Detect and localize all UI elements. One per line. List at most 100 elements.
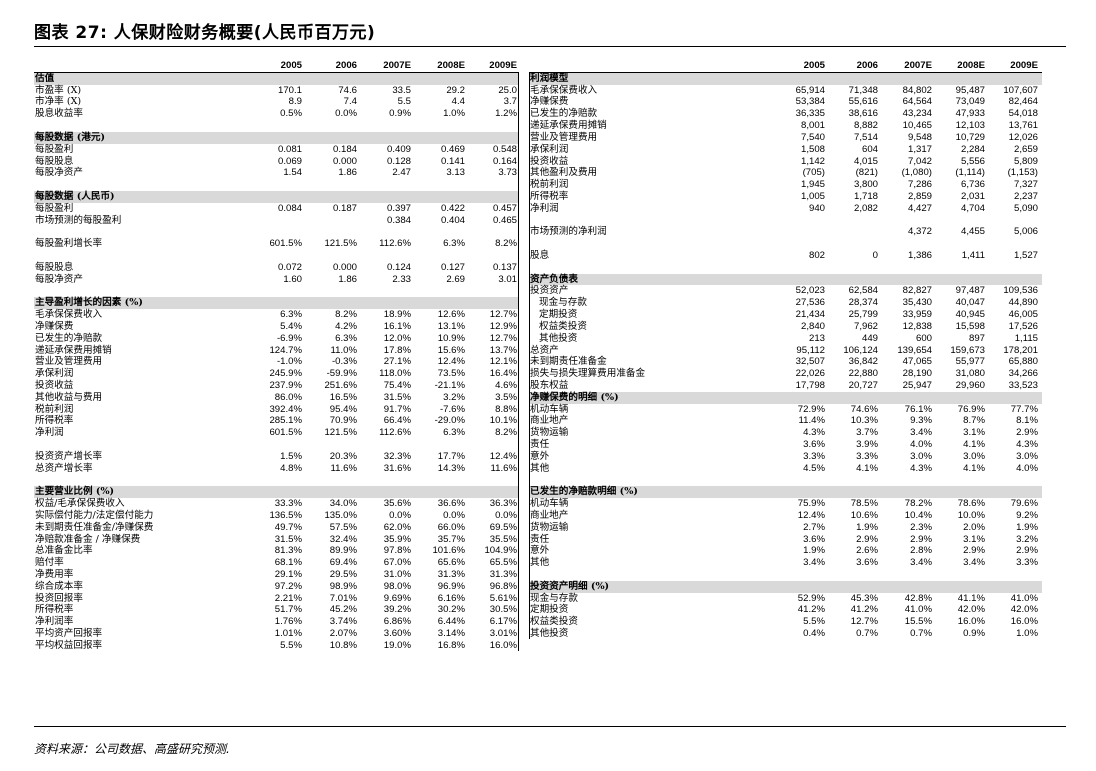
cell-value: 9.69%: [383, 592, 411, 604]
row-label: 净赚保费: [35, 320, 74, 332]
cell-value: 9,548: [907, 131, 932, 143]
cell-value: 1.54: [283, 167, 302, 179]
cell-value: 35,430: [902, 297, 932, 309]
row-label: 机动车辆: [530, 403, 569, 415]
section-title: 利润模型: [530, 72, 569, 84]
cell-value: 65,914: [795, 84, 825, 96]
cell-value: 1.86: [338, 167, 357, 179]
row-label: 投资收益: [530, 155, 569, 167]
section-title: 主要营业比例 (%): [35, 486, 115, 498]
cell-value: 31.5%: [274, 533, 302, 545]
cell-value: 43,234: [902, 108, 932, 120]
cell-value: 2.9%: [1016, 427, 1038, 439]
cell-value: 600: [915, 332, 932, 344]
cell-value: 0.124: [386, 261, 411, 273]
cell-value: 95,487: [955, 84, 985, 96]
section-title: 估值: [35, 72, 55, 84]
section-title: 每股数据 (港元): [35, 131, 105, 143]
cell-value: 30.5%: [489, 604, 517, 616]
cell-value: 0.072: [277, 261, 302, 273]
cell-value: 69.5%: [489, 521, 517, 533]
table-row: 其他盈利及费用(705)(821)(1,080)(1,114)(1,153): [529, 167, 1042, 179]
cell-value: 31.5%: [383, 391, 411, 403]
cell-value: -29.0%: [434, 415, 465, 427]
row-label: 损失与损失理算费用准备金: [530, 368, 646, 380]
spacer-row: [34, 226, 518, 238]
cell-value: 0.081: [277, 143, 302, 155]
cell-value: 71,348: [848, 84, 878, 96]
row-label: 所得税率: [35, 415, 74, 427]
cell-value: 4,455: [960, 226, 985, 238]
cell-value: 69.4%: [329, 557, 357, 569]
cell-value: 3.3%: [803, 450, 825, 462]
row-label: 税前利润: [35, 403, 74, 415]
cell-value: 6,736: [960, 179, 985, 191]
cell-value: 73,049: [955, 96, 985, 108]
cell-value: 3.13: [446, 167, 465, 179]
row-label: 净赔款准备金 / 净赚保费: [35, 533, 141, 545]
cell-value: 0.5%: [280, 108, 302, 120]
cell-value: 9.3%: [910, 415, 932, 427]
cell-value: 4.3%: [910, 462, 932, 474]
cell-value: 0.465: [492, 214, 517, 226]
spacer-row: [34, 285, 518, 297]
cell-value: 91.7%: [383, 403, 411, 415]
cell-value: 3.0%: [910, 450, 932, 462]
cell-value: 3.01%: [489, 628, 517, 639]
cell-value: 12.4%: [489, 450, 517, 462]
row-label: 每股盈利: [35, 143, 74, 155]
cell-value: 28,374: [848, 297, 878, 309]
spacer-row: [529, 474, 1042, 486]
footer-rule: [34, 726, 1066, 727]
cell-value: 33.3%: [274, 498, 302, 510]
cell-value: 47,933: [955, 108, 985, 120]
cell-value: 0.141: [440, 155, 465, 167]
cell-value: 11.0%: [330, 344, 358, 356]
spacer-row: [34, 474, 518, 486]
row-label: 毛承保保费收入: [35, 309, 103, 321]
row-label: 投资资产: [530, 285, 569, 297]
cell-value: 73.5%: [437, 368, 465, 380]
cell-value: 0.069: [277, 155, 302, 167]
row-label: 每股盈利增长率: [35, 238, 103, 250]
row-label: 定期投资: [539, 309, 578, 321]
cell-value: 36,842: [848, 356, 878, 368]
row-label: 股息收益率: [35, 108, 83, 120]
cell-value: 32.4%: [329, 533, 357, 545]
spacer-row: [34, 120, 518, 132]
cell-value: 3.4%: [803, 557, 825, 569]
cell-value: 7,327: [1013, 179, 1038, 191]
cell-value: 16.0%: [957, 616, 985, 628]
cell-value: 0: [872, 250, 878, 261]
cell-value: 41.0%: [1010, 592, 1038, 604]
cell-value: 5,090: [1013, 202, 1038, 214]
row-label: 投资回报率: [35, 592, 83, 604]
cell-value: 1,142: [800, 155, 825, 167]
row-label: 已发生的净赔款: [35, 332, 103, 344]
cell-value: 10.6%: [850, 509, 878, 521]
cell-value: 35.9%: [383, 533, 411, 545]
column-header: 2009E: [489, 60, 517, 71]
row-label: 货物运输: [530, 427, 569, 439]
cell-value: 17,798: [795, 379, 825, 391]
cell-value: 4.0%: [1016, 462, 1038, 474]
cell-value: 0.9%: [963, 628, 985, 639]
cell-value: 2.47: [392, 167, 411, 179]
column-header: 2009E: [1010, 60, 1038, 71]
cell-value: 84,802: [902, 84, 932, 96]
